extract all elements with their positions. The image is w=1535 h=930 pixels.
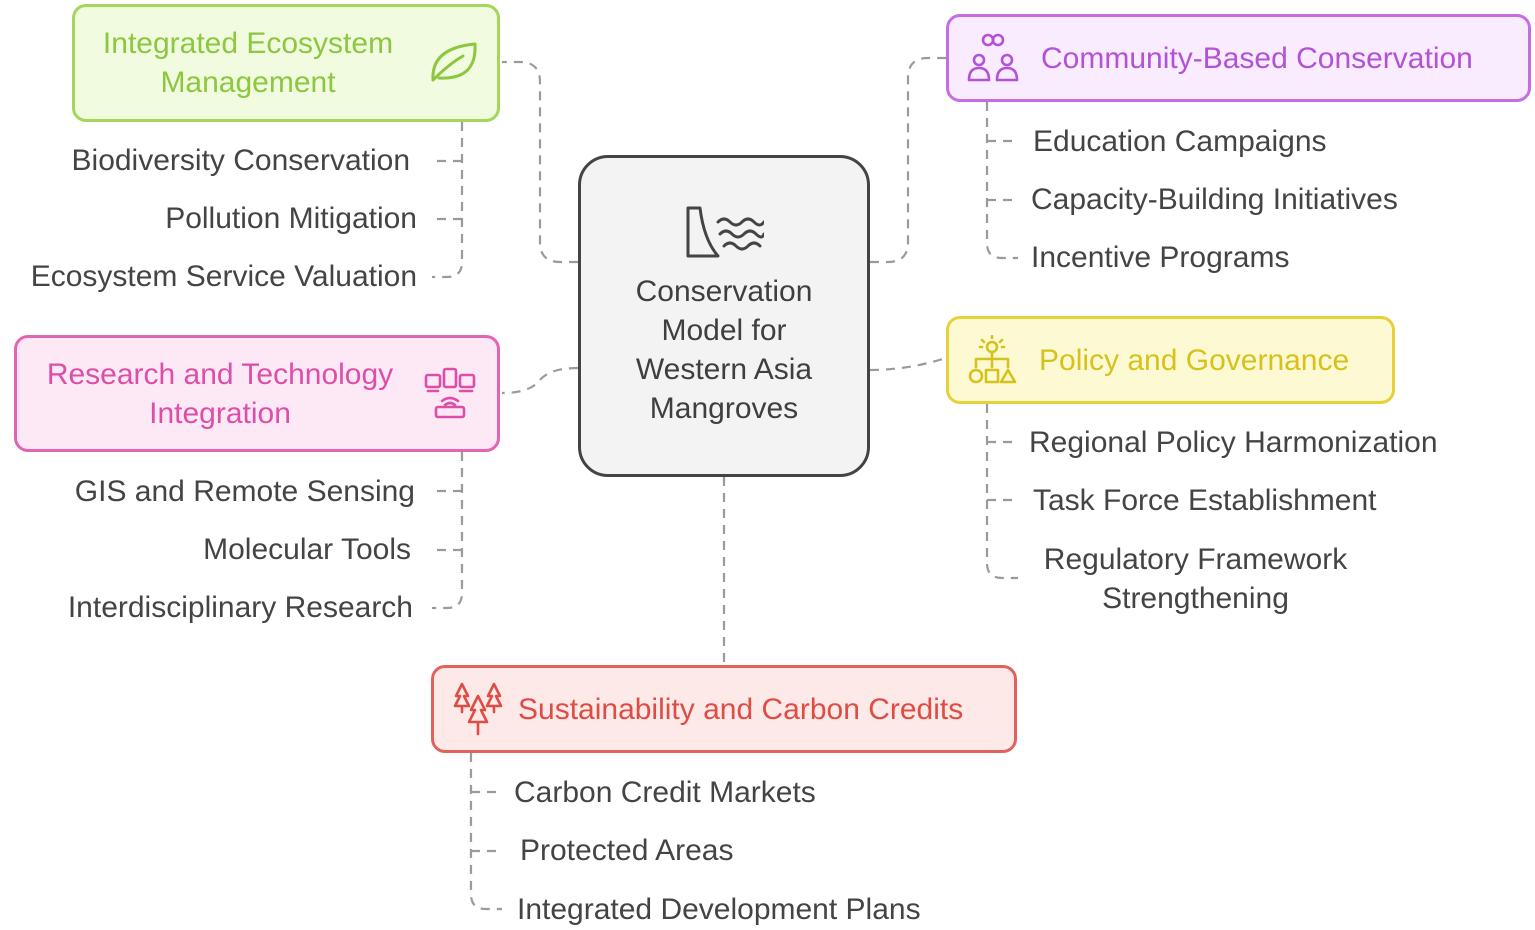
trees-icon [453, 682, 503, 736]
branch-sustainability-carbon[interactable]: Sustainability and Carbon Credits [431, 665, 1017, 753]
branch-research-technology[interactable]: Research and Technology Integration [14, 335, 500, 452]
item-gis-remote-sensing: GIS and Remote Sensing [74, 475, 415, 508]
center-node[interactable]: Conservation Model for Western Asia Mang… [578, 155, 870, 477]
item-capacity-building-initiatives: Capacity-Building Initiatives [1031, 183, 1398, 216]
dam-water-icon [686, 206, 764, 258]
item-regional-policy-harmonization: Regional Policy Harmonization [1029, 426, 1438, 459]
connector-sustain-items [469, 753, 502, 911]
item-interdisciplinary-research: Interdisciplinary Research [67, 591, 413, 624]
connector-policy-items [985, 404, 1018, 580]
branch-policy-label: Policy and Governance [1039, 343, 1350, 377]
leaf-icon [431, 42, 477, 82]
branch-community-conservation[interactable]: Community-Based Conservation [946, 14, 1531, 102]
item-biodiversity-conservation: Biodiversity Conservation [71, 144, 410, 177]
item-task-force-establishment: Task Force Establishment [1033, 484, 1377, 517]
connector-policy [869, 356, 947, 372]
item-pollution-mitigation: Pollution Mitigation [165, 202, 417, 235]
item-education-campaigns: Education Campaigns [1033, 125, 1327, 158]
connector-community [870, 56, 946, 264]
branch-research-label: Research and Technology Integration [46, 357, 394, 430]
branch-community-label: Community-Based Conservation [1041, 41, 1473, 75]
branch-policy-governance[interactable]: Policy and Governance [946, 316, 1395, 404]
branch-ecosystem-management[interactable]: Integrated Ecosystem Management [72, 4, 500, 122]
connector-community-items [985, 102, 1018, 260]
item-regulatory-framework-strengthening: Regulatory Framework Strengthening [1043, 543, 1348, 615]
branch-ecosystem-label: Integrated Ecosystem Management [102, 27, 394, 99]
connector-ecosystem [502, 60, 578, 264]
item-carbon-credit-markets: Carbon Credit Markets [514, 776, 816, 809]
connector-research [501, 366, 579, 395]
item-molecular-tools: Molecular Tools [203, 533, 411, 566]
connector-research-items [432, 452, 464, 610]
item-protected-areas: Protected Areas [520, 834, 734, 867]
item-ecosystem-service-valuation: Ecosystem Service Valuation [30, 260, 417, 293]
governance-hierarchy-icon [968, 335, 1017, 384]
item-incentive-programs: Incentive Programs [1031, 241, 1290, 274]
item-integrated-development-plans: Integrated Development Plans [517, 893, 921, 926]
branch-sustainability-label: Sustainability and Carbon Credits [518, 692, 964, 726]
community-people-icon [967, 33, 1019, 82]
connector-ecosystem-items [432, 122, 464, 279]
center-title: Conservation Model for Western Asia Mang… [635, 275, 813, 425]
network-devices-icon [424, 367, 476, 418]
